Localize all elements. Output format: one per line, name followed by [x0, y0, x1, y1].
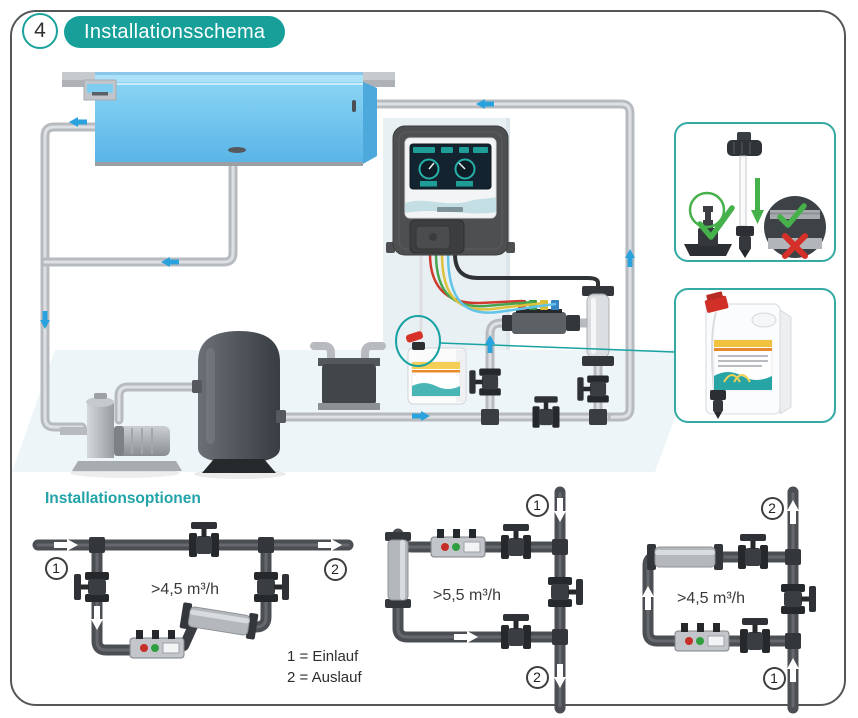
- dosing-controller: [386, 125, 515, 256]
- red-cap: [704, 291, 729, 313]
- option-2-inlet-marker: 1: [525, 493, 549, 517]
- pool-drain: [228, 147, 246, 153]
- option-3-inlet-marker: 1: [762, 666, 786, 690]
- lance-detail-drawing: [684, 132, 826, 259]
- option-1-inlet-marker: 1: [44, 556, 68, 580]
- foot-valve: [710, 390, 726, 419]
- legend-inlet: 1 = Einlauf: [287, 648, 359, 665]
- filter-tank: [192, 331, 286, 473]
- pool: [62, 72, 395, 166]
- check-icon: [777, 203, 807, 228]
- legend-outlet: 2 = Auslauf: [287, 669, 362, 686]
- check-icon: [697, 205, 735, 240]
- step-number: 4: [34, 19, 46, 42]
- installation-option-1: [32, 522, 354, 659]
- flow-cell: [582, 286, 614, 366]
- lance-cap-and-tube: [727, 132, 764, 258]
- suction-lance: [405, 254, 425, 350]
- option-1-flow-rate: >4,5 m³/h: [150, 581, 220, 598]
- injection-fitting: [684, 191, 735, 256]
- option-3-outlet-marker: 2: [760, 496, 784, 520]
- step-number-badge: 4: [22, 13, 58, 49]
- cross-icon: [782, 233, 808, 259]
- skimmer: [83, 79, 117, 101]
- installation-options-diagrams: [32, 486, 816, 714]
- page-border: [10, 10, 846, 706]
- cell-power-cable: [453, 252, 600, 290]
- callout-line: [439, 342, 675, 353]
- controller-display: [409, 143, 492, 190]
- callout-ellipse: [395, 315, 441, 367]
- chemical-canister: [407, 347, 467, 405]
- installation-option-2: [384, 486, 583, 714]
- option-1-outlet-marker: 2: [323, 557, 347, 581]
- circulation-pump: [60, 393, 182, 471]
- canister-label: [713, 339, 773, 391]
- sensor-cables: [428, 252, 600, 314]
- suction-lance-red-lever: [405, 331, 424, 343]
- port-legend: 1 = Einlauf 2 = Auslauf: [287, 646, 362, 688]
- installation-option-3: [642, 486, 816, 714]
- floor: [12, 350, 700, 472]
- brand-wave: [405, 197, 496, 214]
- main-installation-diagram: [12, 72, 700, 479]
- lance-detail-inset: [674, 122, 836, 262]
- canister: [704, 291, 792, 419]
- tube-comparison-circle: [764, 196, 826, 259]
- down-arrow-icon: [755, 178, 760, 210]
- canister-inset: [674, 288, 836, 423]
- option-2-flow-rate: >5,5 m³/h: [432, 587, 502, 604]
- detail-highlight-circle: [688, 191, 726, 229]
- pool-inlet-nozzle: [352, 100, 356, 112]
- canister-drawing: [704, 291, 792, 419]
- option-2-outlet-marker: 2: [525, 665, 549, 689]
- peristaltic-pump-cover: [409, 219, 465, 254]
- heat-exchanger: [318, 358, 380, 410]
- options-heading: Installationsoptionen: [45, 490, 201, 507]
- option-3-flow-rate: >4,5 m³/h: [676, 590, 746, 607]
- page-title: Installationsschema: [64, 16, 286, 48]
